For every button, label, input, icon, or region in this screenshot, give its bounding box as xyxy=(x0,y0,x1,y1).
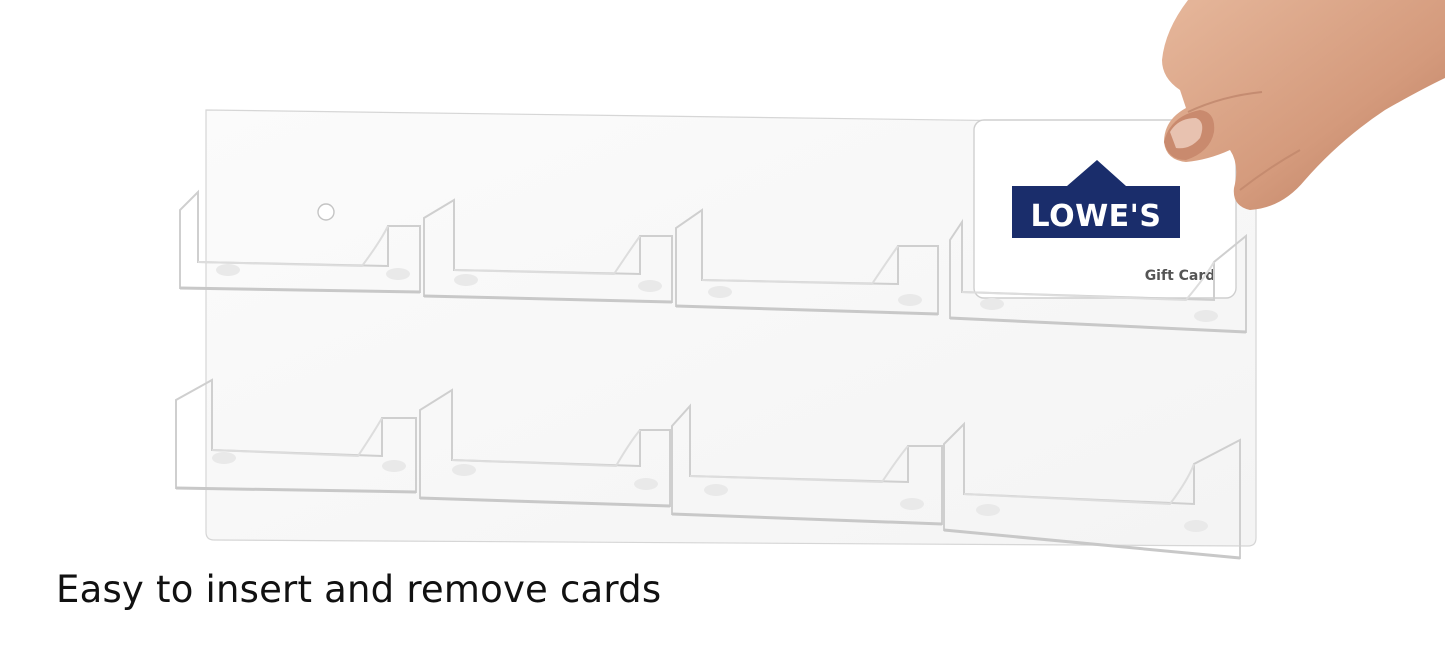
lowes-logo-text: LOWE'S xyxy=(1031,199,1162,234)
pocket xyxy=(423,198,673,304)
pocket xyxy=(419,388,671,508)
caption: Easy to insert and remove cards xyxy=(56,568,662,611)
pocket xyxy=(175,378,417,494)
pocket xyxy=(671,403,943,526)
pocket xyxy=(179,189,421,294)
pocket xyxy=(949,218,1247,334)
pocket-row-top xyxy=(179,189,1247,334)
hand xyxy=(1162,0,1445,210)
gift-card-label: Gift Card xyxy=(1145,268,1216,284)
pocket xyxy=(943,421,1241,560)
pocket-row-bottom xyxy=(175,378,1241,560)
lowes-logo: LOWE'S xyxy=(1012,160,1180,238)
mounting-hole xyxy=(317,203,335,221)
pocket xyxy=(675,208,939,316)
gift-card: LOWE'S Gift Card xyxy=(973,119,1237,299)
